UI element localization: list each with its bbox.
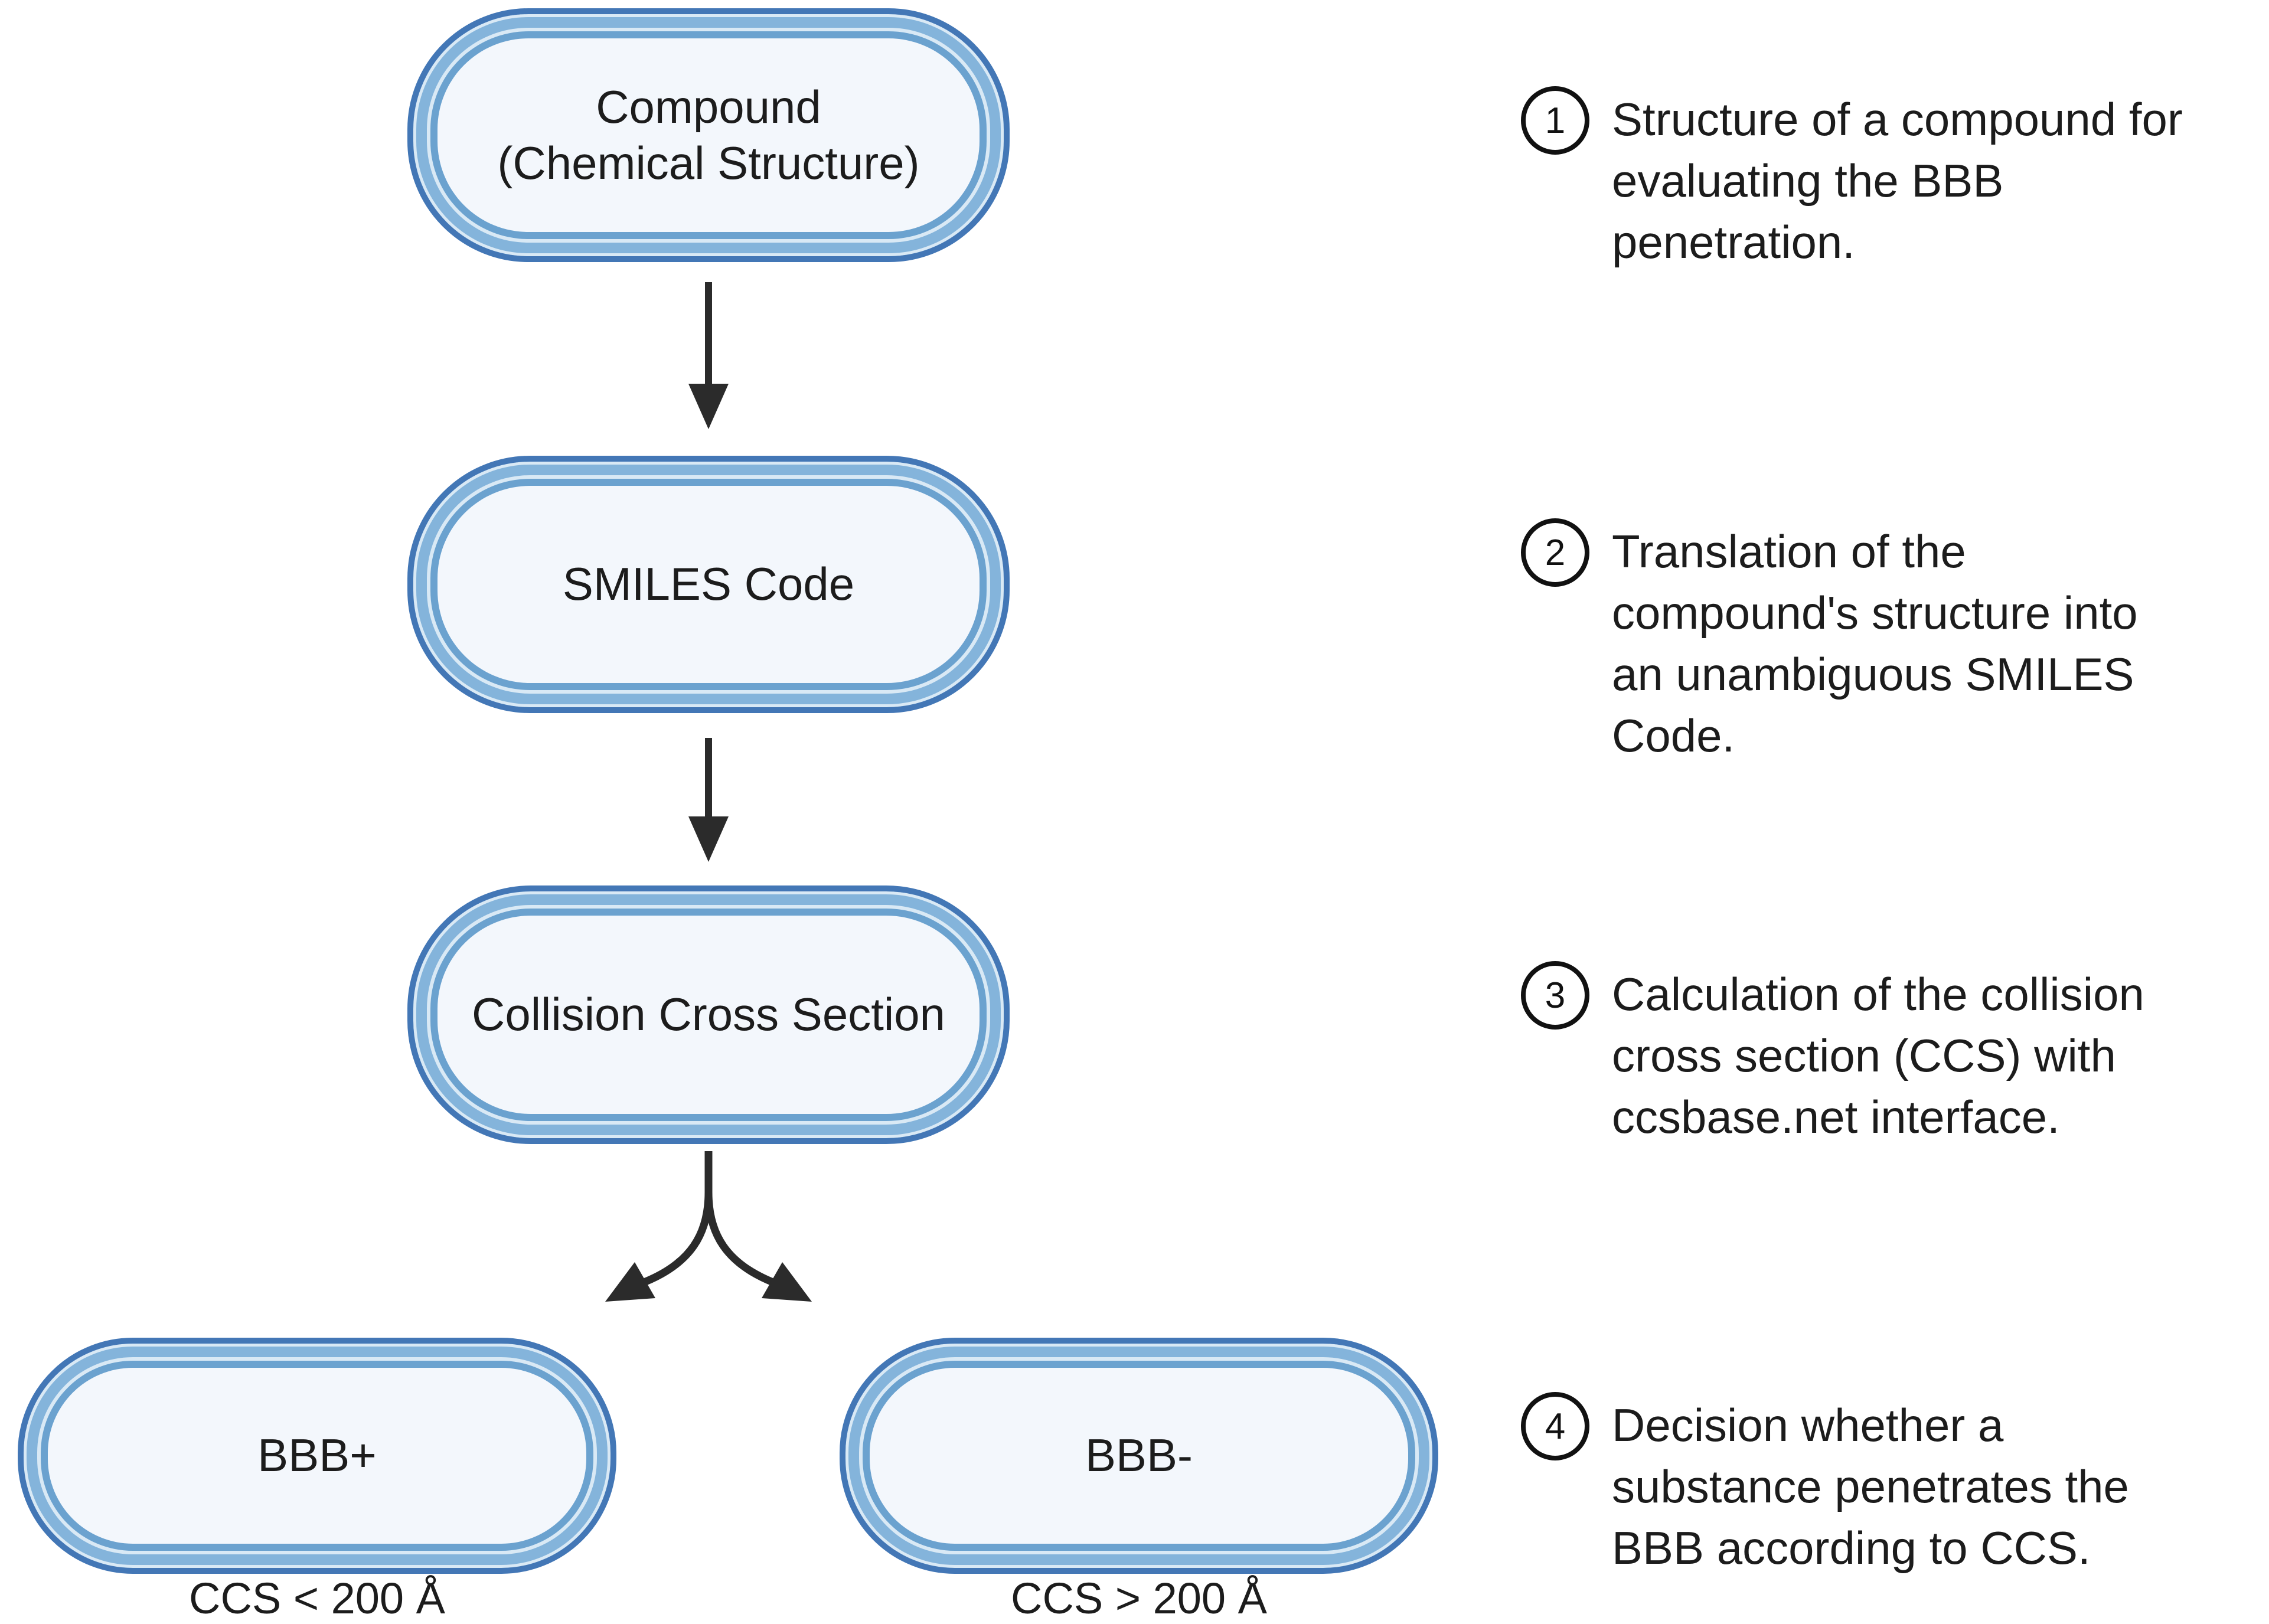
node-collision-cross-section: Collision Cross Section <box>407 885 1010 1144</box>
node-bbb-positive: BBB+ <box>18 1338 616 1574</box>
annotation-step-3: 3 Calculation of the collision cross sec… <box>1521 961 2269 1148</box>
node-bbb-negative-label: BBB- <box>1085 1429 1193 1482</box>
node-smiles-code: SMILES Code <box>407 456 1010 713</box>
annotation-step-4: 4 Decision whether a substance penetrate… <box>1521 1392 2269 1579</box>
step-1-text: Structure of a compound for evaluating t… <box>1612 93 2183 268</box>
step-3-number-badge: 3 <box>1521 961 1589 1030</box>
node-compound-label: Compound (Chemical Structure) <box>497 80 920 189</box>
caption-ccs-less-200: CCS < 200 Å <box>189 1574 445 1623</box>
node-compound: Compound (Chemical Structure) <box>407 8 1010 262</box>
step-3-text: Calculation of the collision cross secti… <box>1612 968 2144 1143</box>
annotation-step-2: 2 Translation of the compound's structur… <box>1521 518 2269 766</box>
step-2-number-badge: 2 <box>1521 518 1589 587</box>
node-bbb-positive-label: BBB+ <box>257 1429 377 1482</box>
node-smiles-code-label: SMILES Code <box>562 558 855 610</box>
arrow-compound-to-smiles <box>688 282 729 429</box>
node-bbb-negative: BBB- <box>840 1338 1438 1574</box>
step-2-text: Translation of the compound's structure … <box>1612 525 2138 762</box>
step-4-number-badge: 4 <box>1521 1392 1589 1460</box>
caption-ccs-greater-200: CCS > 200 Å <box>1011 1574 1267 1623</box>
arrow-smiles-to-ccs <box>688 738 729 862</box>
node-collision-cross-section-label: Collision Cross Section <box>472 988 945 1041</box>
fork-arrow-ccs-to-bbb <box>605 1151 812 1302</box>
annotation-step-1: 1 Structure of a compound for evaluating… <box>1521 86 2269 273</box>
step-1-number-badge: 1 <box>1521 86 1589 155</box>
step-4-text: Decision whether a substance penetrates … <box>1612 1399 2129 1574</box>
